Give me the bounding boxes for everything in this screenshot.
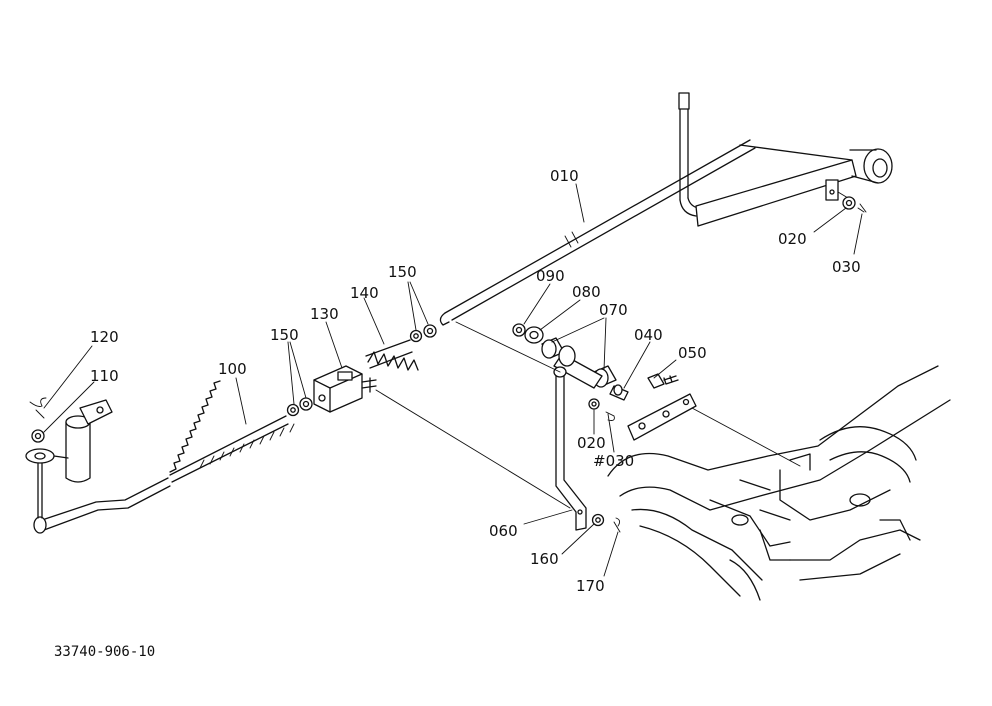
label-050: 050 xyxy=(678,344,707,362)
label-170: 170 xyxy=(576,577,605,595)
label-020-center: 020 xyxy=(577,434,606,452)
pedal-arm xyxy=(678,92,893,227)
threaded-rod-100 xyxy=(169,380,295,483)
label-030-right: 030 xyxy=(832,258,861,276)
label-080: 080 xyxy=(572,283,601,301)
label-070: 070 xyxy=(599,301,628,319)
label-090: 090 xyxy=(536,267,565,285)
label-150-lower: 150 xyxy=(270,326,299,344)
drawing-number: 33740-906-10 xyxy=(54,644,155,660)
leader-lines xyxy=(43,183,863,577)
block-130 xyxy=(313,365,377,413)
label-040: 040 xyxy=(634,326,663,344)
label-110: 110 xyxy=(90,367,119,385)
rod-010 xyxy=(439,139,756,326)
label-140: 140 xyxy=(350,284,379,302)
spring-140 xyxy=(365,339,419,371)
transmission-housing xyxy=(607,365,951,601)
label-100: 100 xyxy=(218,360,247,378)
label-020-right: 020 xyxy=(778,230,807,248)
part-labels: 010 020 030 090 080 070 040 050 150 140 … xyxy=(90,167,861,595)
label-150-upper: 150 xyxy=(388,263,417,281)
label-060: 060 xyxy=(489,522,518,540)
bracket-110 xyxy=(25,397,113,483)
label-130: 130 xyxy=(310,305,339,323)
label-010: 010 xyxy=(550,167,579,185)
label-160: 160 xyxy=(530,550,559,568)
center-parts xyxy=(512,323,697,441)
label-120: 120 xyxy=(90,328,119,346)
label-030-center: #030 xyxy=(593,452,634,470)
spring-assembly xyxy=(286,324,437,417)
assembly-guide-lines xyxy=(375,321,801,509)
lower-linkage-rod xyxy=(33,461,171,534)
